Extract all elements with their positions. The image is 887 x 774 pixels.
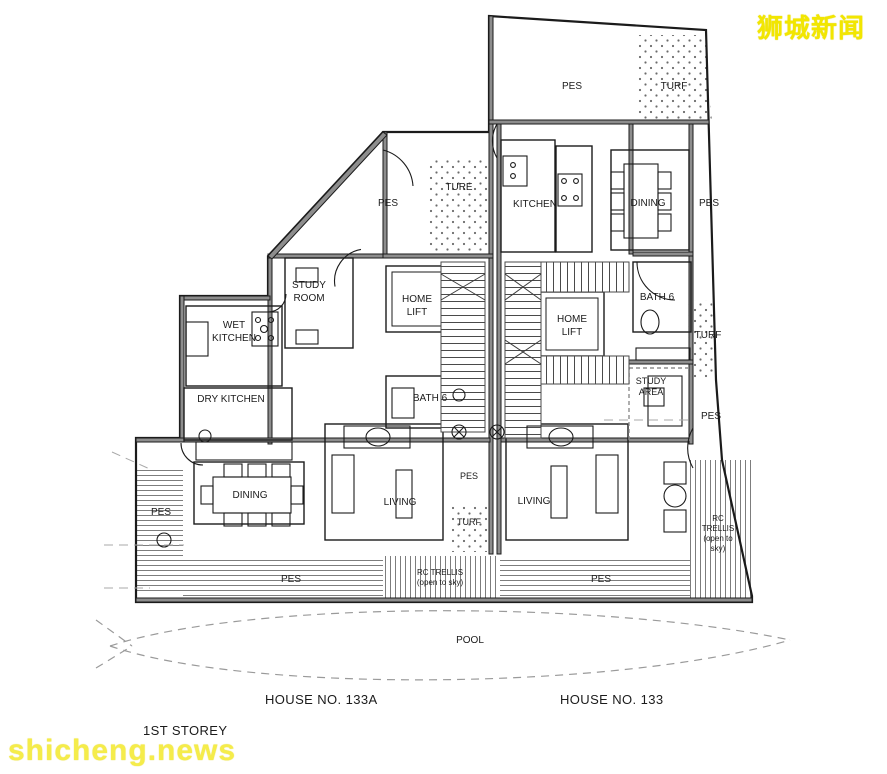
- label-home-lift-right-1: HOME: [557, 314, 587, 325]
- label-pes-bottom-left: PES: [281, 574, 301, 585]
- label-pes-east-lower: PES: [701, 411, 721, 422]
- label-pes-bottom-right: PES: [591, 574, 611, 585]
- label-pes-top-right: PES: [562, 81, 582, 92]
- label-dining-left: DINING: [233, 490, 268, 501]
- label-study-area-1: STUDY: [636, 376, 667, 386]
- label-pes-mid-left: PES: [460, 471, 478, 481]
- pool-outline: [95, 610, 791, 681]
- label-rc-trellis-right-2: TRELLIS: [702, 524, 734, 533]
- door-swings: [180, 123, 694, 469]
- label-pes-west: PES: [151, 507, 171, 518]
- label-turf-mid-left: TURF: [457, 517, 481, 527]
- label-kitchen: KITCHEN: [513, 199, 557, 210]
- label-ture-top-left: TURE: [445, 182, 473, 193]
- staircases: [440, 261, 630, 439]
- dimension-guides: [104, 419, 692, 589]
- pes-deck-areas: [136, 460, 752, 602]
- label-wet-kitchen-1: WET: [223, 320, 245, 331]
- label-rc-trellis-right-4: sky): [711, 544, 726, 553]
- label-home-lift-right-2: LIFT: [562, 327, 583, 338]
- label-pes-east-upper: PES: [699, 198, 719, 209]
- label-wet-kitchen-2: KITCHEN: [212, 333, 256, 344]
- label-home-lift-left-2: LIFT: [407, 307, 428, 318]
- label-rc-trellis-center-2: (open to sky): [417, 578, 464, 587]
- label-dry-kitchen: DRY KITCHEN: [197, 394, 264, 405]
- label-rc-trellis-right-3: (open to: [703, 534, 733, 543]
- label-home-lift-left-1: HOME: [402, 294, 432, 305]
- label-living-left: LIVING: [384, 497, 417, 508]
- label-study-room-2: ROOM: [293, 293, 324, 304]
- storey-label: 1ST STOREY: [143, 723, 228, 738]
- label-dining-right: DINING: [631, 198, 666, 209]
- room-labels: PES TURF PES TURE KITCHEN DINING PES STU…: [151, 81, 734, 646]
- interior-partitions: [183, 139, 692, 541]
- label-turf-top-right: TURF: [661, 81, 688, 92]
- label-rc-trellis-right-1: RC: [712, 514, 724, 523]
- furniture-symbols: [156, 155, 691, 548]
- label-living-right: LIVING: [518, 496, 551, 507]
- label-pes-top-left: PES: [378, 198, 398, 209]
- label-turf-east: TURF: [695, 330, 722, 341]
- label-bath-6-right: BATH 6: [640, 292, 675, 303]
- label-rc-trellis-center-1: RC TRELLIS: [417, 568, 463, 577]
- label-bath-6-left: BATH 6: [413, 393, 448, 404]
- house-label-133a: HOUSE NO. 133A: [265, 692, 378, 707]
- house-label-133: HOUSE NO. 133: [560, 692, 664, 707]
- label-study-room-1: STUDY: [292, 280, 326, 291]
- label-pool: POOL: [456, 635, 484, 646]
- label-study-area-2: AREA: [639, 387, 664, 397]
